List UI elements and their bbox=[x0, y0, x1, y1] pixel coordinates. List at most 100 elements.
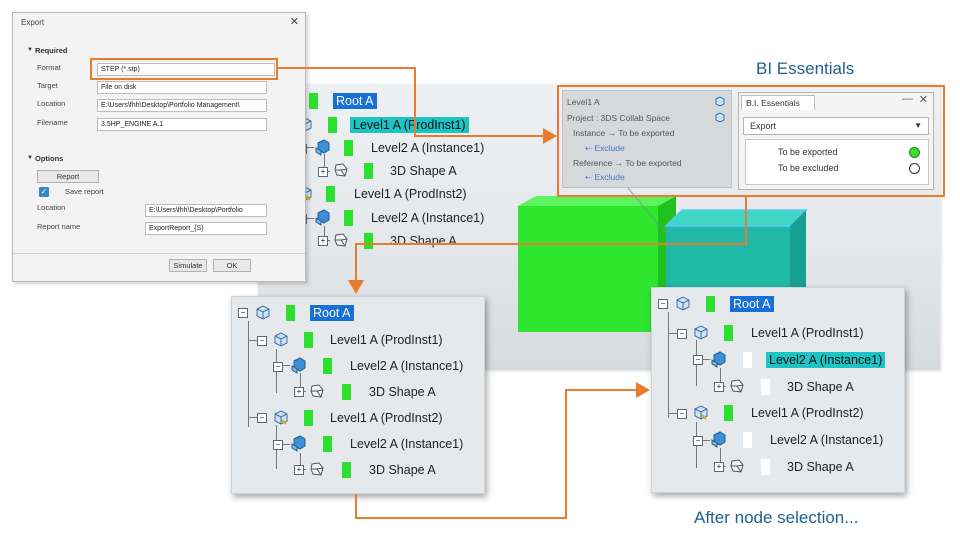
node-label: Root A bbox=[730, 296, 774, 312]
bi-essentials-panel: B.I. Essentials — ✕ Export ▼ To be expor… bbox=[738, 92, 934, 190]
target-field[interactable]: File on disk bbox=[97, 81, 267, 94]
node-label: Root A bbox=[310, 305, 354, 321]
location-label: Location bbox=[37, 99, 66, 108]
3d-shape-icon bbox=[334, 233, 348, 247]
required-section-label: Required bbox=[35, 46, 68, 55]
3d-shape-icon bbox=[310, 462, 324, 476]
3d-shape-icon bbox=[334, 163, 348, 177]
export-status-marker bbox=[328, 117, 337, 133]
simulate-button[interactable]: Simulate bbox=[169, 259, 207, 272]
node-label: 3D Shape A bbox=[787, 380, 854, 394]
chevron-down-icon[interactable]: ▼ bbox=[27, 47, 33, 53]
export-status-marker bbox=[344, 210, 353, 226]
dialog-title: Export bbox=[21, 18, 45, 27]
exclude-reference-link[interactable]: ⇠ Exclude bbox=[585, 172, 625, 182]
node-label: Level1 A (ProdInst1) bbox=[350, 117, 469, 133]
export-status-marker bbox=[724, 325, 733, 341]
bi-essentials-caption: BI Essentials bbox=[756, 59, 855, 78]
dropdown-value: Export bbox=[750, 121, 777, 131]
export-dialog: Export ✕ ▼ Required Format STEP (*.stp) … bbox=[12, 12, 306, 282]
tab-bi-essentials[interactable]: B.I. Essentials bbox=[741, 95, 815, 110]
option-label: To be exported bbox=[778, 147, 838, 157]
close-icon[interactable]: ✕ bbox=[918, 94, 928, 106]
export-status-marker bbox=[323, 436, 332, 452]
export-dropdown[interactable]: Export ▼ bbox=[743, 117, 929, 135]
format-field[interactable]: STEP (*.stp) bbox=[97, 63, 275, 76]
option-to-be-exported[interactable]: To be exported bbox=[746, 146, 928, 161]
node-label: Level2 A (Instance1) bbox=[770, 433, 884, 447]
expand-toggle[interactable]: + bbox=[318, 236, 328, 246]
tree-panel-after: − Root A − Level1 A (ProdInst1) − Level2… bbox=[651, 287, 905, 493]
product-icon bbox=[715, 96, 725, 107]
node-label: Level2 A (Instance1) bbox=[371, 141, 485, 155]
properties-panel: Level1 A Project : 3DS Collab Space Inst… bbox=[562, 90, 732, 188]
node-label: 3D Shape A bbox=[369, 385, 436, 399]
excluded-status-marker bbox=[761, 459, 770, 475]
excluded-status-marker bbox=[761, 379, 770, 395]
export-status-marker bbox=[706, 296, 715, 312]
panels-highlight-box bbox=[557, 85, 945, 197]
exclude-instance-label: Exclude bbox=[594, 143, 625, 153]
node-label: Level1 A (ProdInst1) bbox=[330, 333, 443, 347]
filename-label: Filename bbox=[37, 118, 68, 127]
props-reference: Reference → To be exported bbox=[573, 158, 682, 168]
expand-toggle[interactable]: + bbox=[714, 462, 724, 472]
collapse-toggle[interactable]: − bbox=[257, 413, 267, 423]
collapse-toggle[interactable]: − bbox=[677, 409, 687, 419]
product-icon bbox=[274, 410, 288, 425]
ok-button[interactable]: OK bbox=[213, 259, 251, 272]
node-label: Level2 A (Instance1) bbox=[766, 352, 886, 368]
collapse-toggle[interactable]: − bbox=[238, 308, 248, 318]
node-label: 3D Shape A bbox=[369, 463, 436, 477]
exclude-reference-label: Exclude bbox=[594, 172, 625, 182]
node-label: Level2 A (Instance1) bbox=[350, 359, 464, 373]
part-icon bbox=[291, 357, 306, 374]
part-icon bbox=[711, 431, 726, 448]
close-icon[interactable]: ✕ bbox=[289, 16, 299, 28]
export-status-marker bbox=[724, 405, 733, 421]
report-location-field[interactable]: E:\Users\fhh\Desktop\Portfolio bbox=[145, 204, 267, 217]
location-field[interactable]: E:\Users\fhh\Desktop\Portfolio Managemen… bbox=[97, 99, 267, 112]
collapse-toggle[interactable]: − bbox=[273, 362, 283, 372]
export-status-marker bbox=[286, 305, 295, 321]
part-icon bbox=[291, 435, 306, 452]
product-icon bbox=[694, 405, 708, 420]
report-name-field[interactable]: ExportReport_{S} bbox=[145, 222, 267, 235]
node-label: Root A bbox=[333, 93, 377, 109]
option-to-be-excluded[interactable]: To be excluded bbox=[746, 162, 928, 177]
node-label: Level2 A (Instance1) bbox=[350, 437, 464, 451]
part-icon bbox=[315, 139, 330, 156]
product-tree: − Root A − Level1 A (ProdInst1) − Level2… bbox=[656, 296, 896, 484]
export-status-marker bbox=[364, 233, 373, 249]
node-label: Level2 A (Instance1) bbox=[371, 211, 485, 225]
props-instance: Instance → To be exported bbox=[573, 128, 675, 138]
expand-toggle[interactable]: + bbox=[714, 382, 724, 392]
save-report-checkbox[interactable]: ✓ bbox=[39, 187, 49, 197]
product-icon bbox=[256, 305, 270, 320]
product-icon bbox=[694, 325, 708, 340]
collapse-toggle[interactable]: − bbox=[658, 299, 668, 309]
collapse-toggle[interactable]: − bbox=[693, 436, 703, 446]
expand-toggle[interactable]: + bbox=[294, 465, 304, 475]
report-location-label: Location bbox=[37, 203, 66, 212]
collapse-toggle[interactable]: − bbox=[257, 336, 267, 346]
collapse-toggle[interactable]: − bbox=[273, 440, 283, 450]
export-status-marker bbox=[304, 332, 313, 348]
export-status-marker bbox=[342, 384, 351, 400]
part-icon bbox=[315, 209, 330, 226]
collapse-toggle[interactable]: − bbox=[677, 329, 687, 339]
chevron-down-icon[interactable]: ▼ bbox=[27, 155, 33, 161]
filename-field[interactable]: 3.5HP_ENGINE A.1 bbox=[97, 118, 267, 131]
tree-panel-before: − Root A − Level1 A (ProdInst1) − Level2… bbox=[231, 296, 485, 494]
collapse-toggle[interactable]: − bbox=[693, 355, 703, 365]
chevron-down-icon: ▼ bbox=[914, 121, 922, 130]
exclude-instance-link[interactable]: ⇠ Exclude bbox=[585, 143, 625, 153]
export-status-marker bbox=[323, 358, 332, 374]
expand-toggle[interactable]: + bbox=[294, 387, 304, 397]
expand-toggle[interactable]: + bbox=[318, 167, 328, 177]
3d-shape-icon bbox=[730, 459, 744, 473]
report-button[interactable]: Report bbox=[37, 170, 99, 183]
format-label: Format bbox=[37, 63, 61, 72]
minimize-icon[interactable]: — bbox=[902, 93, 913, 105]
